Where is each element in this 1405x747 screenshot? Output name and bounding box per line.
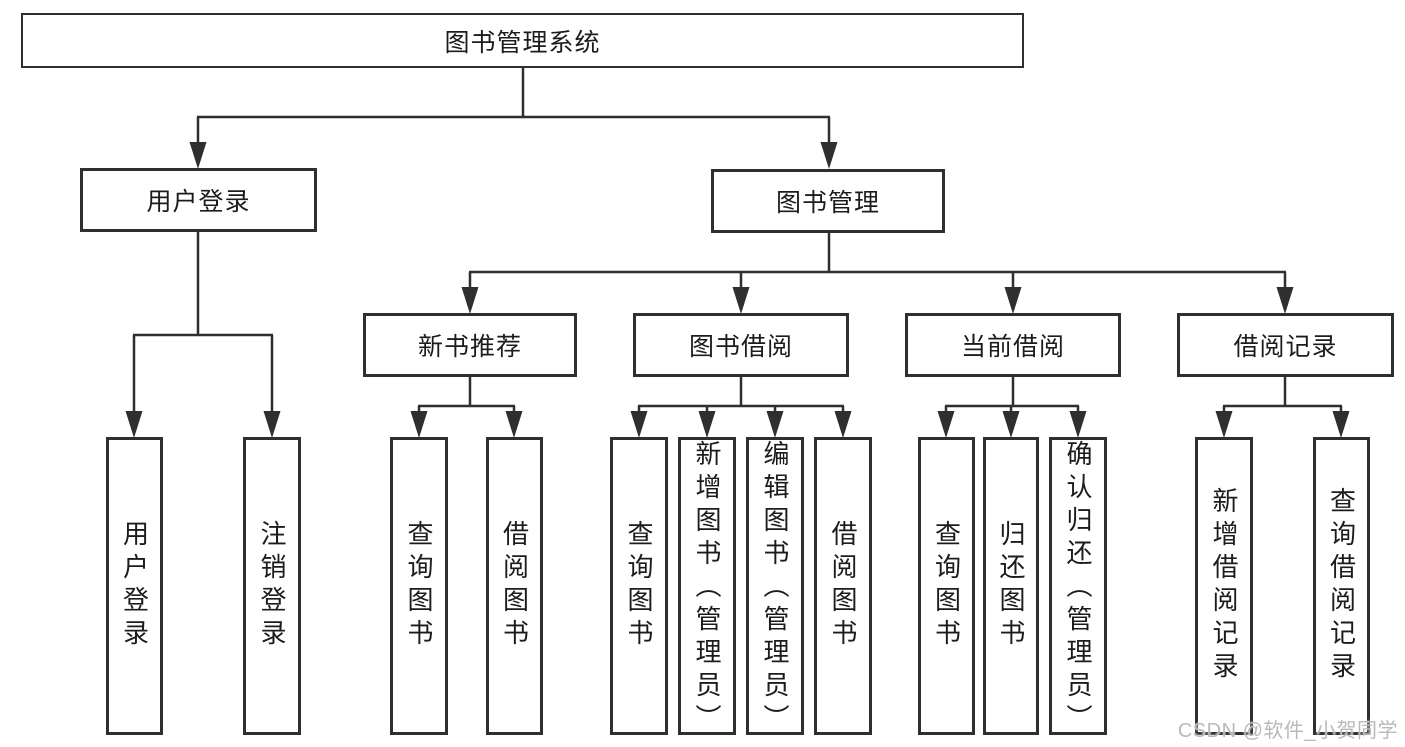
arrow-head [410,411,428,438]
arrow-head [263,411,281,438]
arrow-head [505,411,523,438]
node-borrowing-records: 借阅记录 [1177,313,1394,377]
arrow-head [1004,287,1022,314]
node-book-management: 图书管理 [711,169,945,233]
leaf-logout: 注销登录 [243,437,301,735]
arrow-head [125,411,143,438]
arrow-head [937,411,955,438]
leaf-records-add-record: 新增借阅记录 [1195,437,1253,735]
leaf-borrowing-borrow-books: 借阅图书 [814,437,872,735]
arrow-head [698,411,716,438]
leaf-borrowing-edit-books-admin: 编辑图书（管理员） [746,437,804,737]
arrow-head [1276,287,1294,314]
arrow-head [461,287,479,314]
arrow-head [1002,411,1020,438]
arrowheads [125,142,1350,438]
arrow-head [820,142,838,169]
arrow-head [1069,411,1087,438]
leaf-current-query-books: 查询图书 [918,437,975,735]
leaf-borrowing-query-books: 查询图书 [610,437,668,735]
leaf-current-return-books: 归还图书 [983,437,1039,735]
arrow-head [189,142,207,169]
leaf-records-query-record: 查询借阅记录 [1313,437,1370,735]
csdn-watermark: CSDN @软件_小贺同学 [1177,720,1398,742]
node-new-book-recommend: 新书推荐 [363,313,577,377]
node-current-borrowing: 当前借阅 [905,313,1121,377]
node-user-login: 用户登录 [80,168,317,232]
arrow-head [732,287,750,314]
arrow-head [834,411,852,438]
leaf-recommend-borrow-books: 借阅图书 [486,437,543,735]
arrow-head [766,411,784,438]
leaf-user-login: 用户登录 [106,437,163,735]
connector-stems [132,68,1343,414]
node-book-borrowing: 图书借阅 [633,313,849,377]
arrow-head [1215,411,1233,438]
arrow-head [630,411,648,438]
node-root: 图书管理系统 [21,13,1024,68]
arrow-head [1332,411,1350,438]
leaf-recommend-query-books: 查询图书 [390,437,448,735]
leaf-current-confirm-return-admin: 确认归还（管理员） [1049,437,1107,737]
leaf-borrowing-add-books-admin: 新增图书（管理员） [678,437,736,737]
